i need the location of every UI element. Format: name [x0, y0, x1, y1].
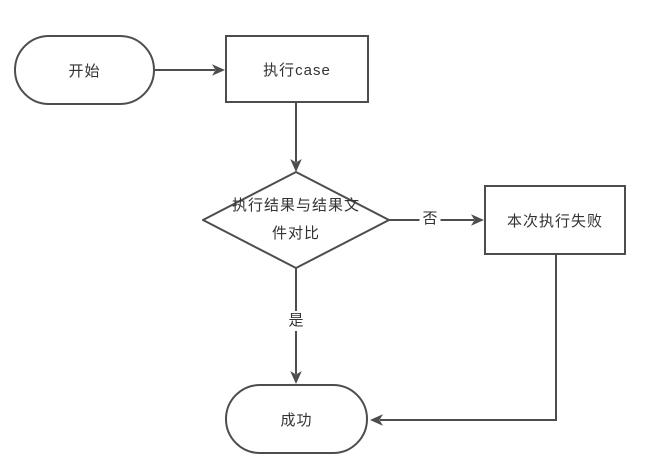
arrowhead-right-fail: [471, 214, 484, 226]
success-node: 成功: [225, 384, 368, 454]
decision-node-label-line1: 执行结果与结果文: [231, 197, 360, 214]
execute-case-node-label: 执行case: [263, 61, 331, 79]
arrowhead-down-decision: [290, 159, 302, 172]
arrowhead-right-execute: [212, 64, 225, 76]
decision-node: 执行结果与结果文 件对比: [211, 172, 381, 268]
execute-case-node: 执行case: [225, 35, 369, 103]
fail-node-label: 本次执行失败: [506, 212, 603, 230]
arrowhead-down-success: [290, 371, 302, 384]
arrowhead-left-success: [370, 414, 383, 426]
start-node: 开始: [14, 35, 155, 105]
fail-node: 本次执行失败: [484, 185, 626, 255]
success-node-label: 成功: [280, 411, 313, 429]
yes-branch-label: 是: [285, 311, 307, 331]
no-branch-label: 否: [419, 209, 441, 229]
edge-fail-to-success: [380, 255, 557, 421]
start-node-label: 开始: [68, 62, 101, 80]
decision-node-label-line2: 件对比: [271, 225, 320, 242]
